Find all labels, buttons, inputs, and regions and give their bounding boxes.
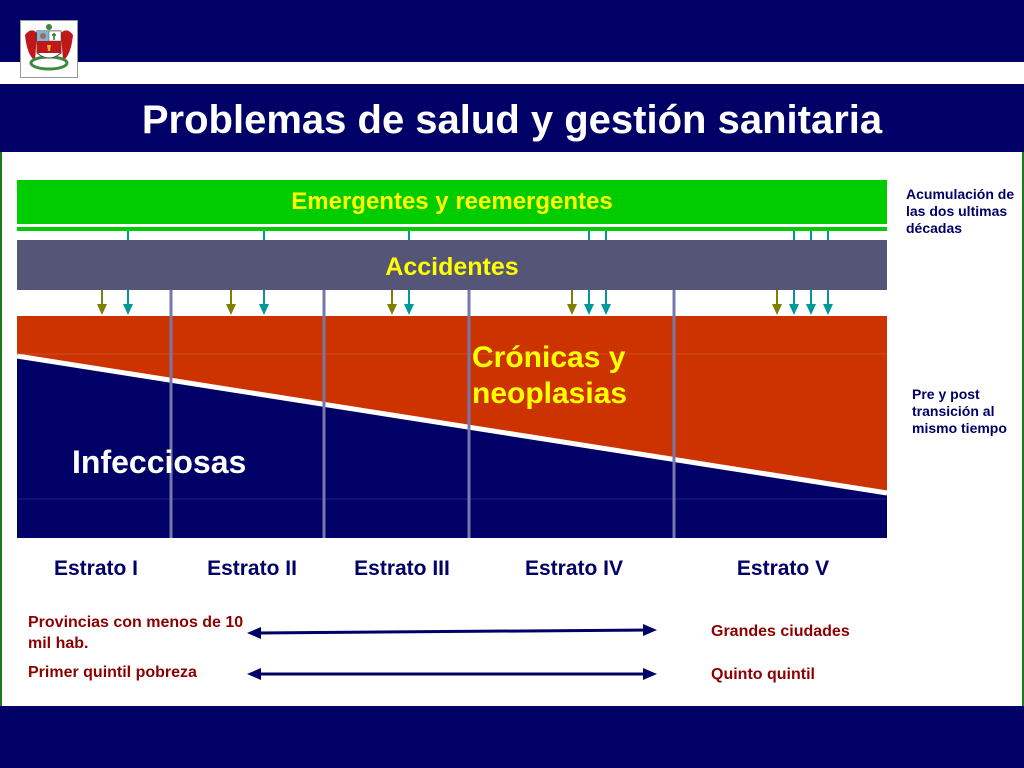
range-arrow-top-head-right	[643, 624, 657, 636]
band-label-cronicas: Crónicas y neoplasias	[472, 341, 628, 410]
teal-arrow-8-head	[823, 304, 833, 315]
range-label-provincias: Provincias con menos de 10 mil hab.	[28, 614, 244, 652]
range-arrow-bottom-head-left	[247, 668, 261, 680]
slide-title: Problemas de salud y gestión sanitaria	[141, 98, 883, 142]
top-band	[0, 0, 1024, 62]
range-arrow-bottom-head-right	[643, 668, 657, 680]
range-label-primer-quintil: Primer quintil pobreza	[28, 664, 197, 681]
infecciosas-area	[17, 358, 887, 538]
olive-arrow-4-head	[567, 304, 577, 315]
band-label-emergentes: Emergentes y reemergentes	[291, 188, 613, 215]
accidentes-band	[17, 240, 887, 290]
estrato-label-4: Estrato IV	[524, 557, 624, 580]
emergentes-band	[17, 180, 887, 224]
emergentes-underline	[17, 227, 887, 231]
transition-line	[16, 353, 888, 496]
range-arrow-top-head-left	[247, 627, 261, 639]
teal-arrow-5-head	[601, 304, 611, 315]
olive-arrow-1-head	[97, 304, 107, 315]
teal-arrow-2-head	[259, 304, 269, 315]
note-acumulacion: Acumulación de las dos ultimas décadas	[906, 186, 1015, 236]
teal-arrow-7-head	[806, 304, 816, 315]
right-border-line	[1022, 152, 1024, 706]
olive-arrow-3-head	[387, 304, 397, 315]
teal-arrow-3-head	[404, 304, 414, 315]
teal-arrow-4-head	[584, 304, 594, 315]
estrato-label-5: Estrato V	[736, 557, 830, 580]
band-label-accidentes: Accidentes	[385, 253, 519, 281]
left-border-line	[0, 152, 2, 706]
title-bar	[0, 84, 1024, 152]
bottom-band	[0, 706, 1024, 768]
range-arrow-top-shaft	[256, 628, 648, 635]
white-stripe	[0, 62, 1024, 84]
note-transicion: Pre y post transición al mismo tiempo	[912, 386, 1007, 436]
range-label-grandes-ciudades: Grandes ciudades	[711, 623, 850, 640]
estrato-label-3: Estrato III	[354, 557, 450, 580]
range-label-quinto-quintil: Quinto quintil	[711, 666, 815, 683]
teal-arrow-6-head	[789, 304, 799, 315]
peru-coat-of-arms-icon	[20, 20, 78, 78]
olive-arrow-2-head	[226, 304, 236, 315]
olive-arrow-5-head	[772, 304, 782, 315]
estrato-label-1: Estrato I	[53, 557, 139, 580]
estrato-label-2: Estrato II	[207, 557, 297, 580]
teal-arrow-1-head	[123, 304, 133, 315]
band-label-infecciosas: Infecciosas	[72, 444, 247, 480]
